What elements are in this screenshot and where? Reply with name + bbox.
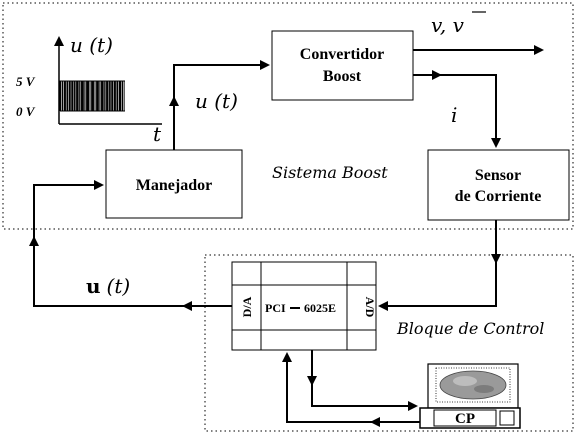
pulse-waveform bbox=[59, 80, 125, 112]
sensor-label: Sensor bbox=[475, 167, 521, 184]
manejador-block bbox=[105, 149, 243, 219]
convertidor-label: Convertidor bbox=[300, 46, 384, 63]
bold-ut-rest: (t) bbox=[107, 274, 131, 298]
level-0v-label: 0 V bbox=[16, 104, 36, 119]
pulse-inset: u (t) t 5 V 0 V bbox=[16, 33, 162, 146]
level-5v-label: 5 V bbox=[16, 74, 36, 89]
manejador-label: Manejador bbox=[136, 177, 212, 194]
wire-cp-to-pci bbox=[282, 352, 420, 423]
monitor-display bbox=[439, 370, 507, 400]
bloque-control-label: Bloque de Control bbox=[396, 319, 544, 338]
pci-6025e-block: D/A A/D PCI 6025E bbox=[231, 261, 377, 351]
computer-cp: CP bbox=[419, 363, 521, 429]
sensor-corriente-block bbox=[427, 149, 570, 221]
sistema-boost-label: Sistema Boost bbox=[272, 163, 388, 182]
vbar-symbol: v bbox=[453, 13, 465, 37]
wire-i-down bbox=[440, 74, 501, 148]
pulse-train bbox=[59, 80, 125, 112]
pci-model-label: 6025E bbox=[304, 301, 336, 315]
t-axis-label: t bbox=[153, 122, 162, 146]
boost-label: Boost bbox=[323, 68, 362, 85]
wire-pci-to-cp bbox=[311, 350, 418, 411]
inset-ut-label: u (t) bbox=[70, 33, 113, 57]
i-label: i bbox=[451, 103, 457, 127]
pci-da-label: D/A bbox=[240, 296, 254, 317]
bold-ut-label: u(t) bbox=[86, 274, 130, 298]
cp-label: CP bbox=[455, 411, 475, 427]
sistema-boost-region bbox=[2, 2, 574, 230]
pci-label: PCI bbox=[265, 301, 286, 315]
v-symbol: v, bbox=[431, 13, 453, 37]
ut-label: u (t) bbox=[195, 89, 238, 113]
de-corriente-label: de Corriente bbox=[455, 188, 542, 205]
bloque-control-region bbox=[204, 254, 574, 432]
bold-u: u bbox=[86, 274, 101, 298]
v-vbar-label: v, v bbox=[431, 13, 465, 37]
wire-sensor-to-ad bbox=[378, 262, 497, 311]
convertidor-boost-block bbox=[271, 30, 414, 101]
pci-ad-label: A/D bbox=[363, 297, 377, 318]
